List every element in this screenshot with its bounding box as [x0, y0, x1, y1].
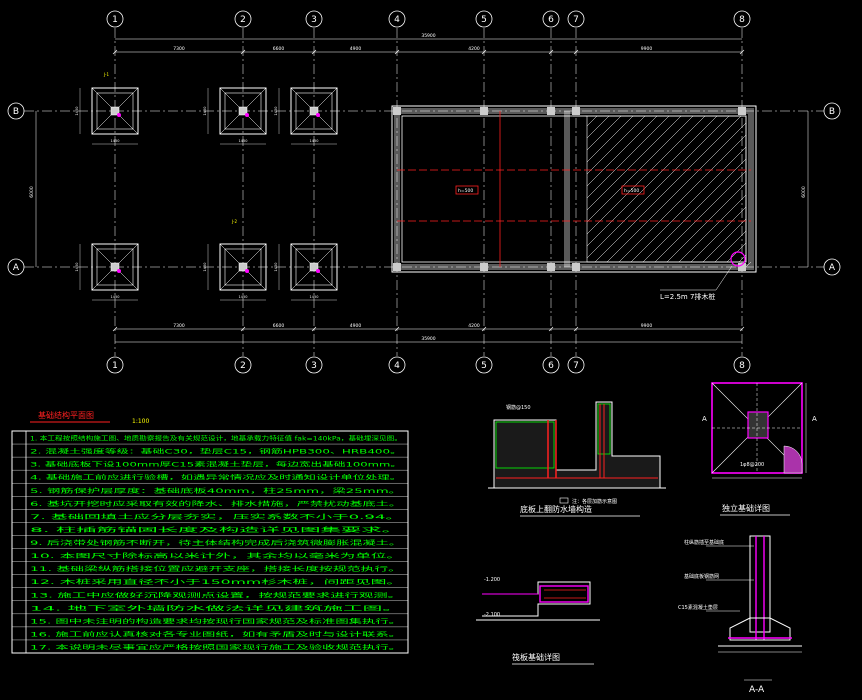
grid-col-label-bottom: 3	[311, 361, 317, 371]
footing-dimension: 1450	[203, 107, 207, 116]
grid-col-label-bottom: 2	[240, 361, 246, 371]
dimension-total: 35900	[421, 336, 435, 342]
footing-dimension: 1450	[274, 263, 278, 272]
note-line: 11. 基础梁纵筋搭接位置应避开支座，搭接长度按规范执行。	[30, 565, 402, 573]
footing-dimension: 1450	[274, 107, 278, 116]
grid-col-label-top: 4	[394, 15, 400, 25]
footing-dimension: 1450	[111, 139, 120, 143]
detail2-elev2: -2.100	[484, 612, 500, 618]
dimension-text: 4200	[468, 46, 480, 52]
grid-col-label-top: 8	[739, 15, 745, 25]
note-line: 9. 后浇带处钢筋不断开，待主体结构完成后浇筑微膨胀混凝土。	[30, 539, 402, 547]
detail4-title: A-A	[749, 685, 765, 695]
dimension-text: 7300	[173, 46, 185, 52]
note-line: 14. 地下室外墙防水做法详见建筑施工图。	[30, 604, 402, 612]
slab-tag-left: h=500	[458, 188, 473, 194]
grid-col-label-bottom: 4	[394, 361, 400, 371]
detail-isolated-footing: A A 1φ8@200 独立基础详图	[702, 382, 817, 516]
slab-layer: raft-slab-outerraft-slab-wallhatched-zon…	[391, 105, 757, 301]
pile-note: L=2.5m 7排木桩	[660, 292, 715, 301]
grid-row-label-right: A	[829, 263, 836, 273]
plan-title: 基础结构平面图	[38, 410, 94, 420]
detail3-note: 1φ8@200	[740, 462, 764, 468]
footing-dimension: 1450	[239, 139, 248, 143]
grid-col-label-top: 5	[481, 15, 487, 25]
dimension-total: 35900	[421, 33, 435, 39]
footing-note: J-2	[231, 219, 237, 224]
grid-col-label-top: 7	[573, 15, 579, 25]
footing-dimension: 1450	[310, 295, 319, 299]
note-line: 17. 本说明未尽事宜应严格按照国家现行施工及验收规范执行。	[30, 644, 402, 652]
grid-col-label-top: 6	[548, 15, 554, 25]
notes-block: 基础结构平面图 1:100 1. 本工程按照结构施工图、地质勘察报告及有关规范设…	[11, 410, 409, 654]
note-line: 5. 钢筋保护层厚度：基础底板40mm，柱25mm，梁25mm。	[30, 487, 402, 495]
footing-dimension: 1450	[111, 295, 120, 299]
detail1-tag: 钢筋@150	[506, 404, 531, 411]
dimension-text: 9900	[641, 323, 653, 329]
note-line: 15. 图中未注明的构造要求均按现行国家规范及标准图集执行。	[30, 617, 402, 625]
dimension-text: 4900	[350, 323, 362, 329]
slab-tag-right: h=500	[624, 188, 639, 194]
grid-col-label-bottom: 6	[548, 361, 554, 371]
grid-col-label-top: 1	[112, 15, 118, 25]
footing-dimension: 1450	[239, 295, 248, 299]
dimension-text: 4200	[468, 323, 480, 329]
dimension-text: 9900	[641, 46, 653, 52]
detail2-elev1: -1.200	[484, 577, 500, 583]
footings-layer: isolated-footingcolumn-stubcolumn-marker…	[75, 72, 338, 301]
grid-col-label-bottom: 1	[112, 361, 118, 371]
detail4-label-2: C15素混凝土垫层	[678, 604, 718, 611]
plan-scale: 1:100	[132, 418, 149, 425]
grid-col-label-top: 3	[311, 15, 317, 25]
footing-note: J-1	[103, 72, 109, 77]
grid-row-label-left: B	[13, 107, 19, 117]
dimension-text: 4900	[350, 46, 362, 52]
grid-row-label-right: B	[829, 107, 835, 117]
dimension-text: 7300	[173, 323, 185, 329]
grid-col-label-top: 2	[240, 15, 246, 25]
detail-waterproof-wall: 钢筋@150 底板上翻防水墙构造 注：各层加筋示意图	[488, 401, 666, 517]
note-line: 3. 基础底板下设100mm厚C15素混凝土垫层，每边宽出基础100mm。	[30, 461, 402, 469]
dimension-side-left: 6000	[29, 186, 35, 198]
detail4-label-1: 基础底板钢筋网	[684, 573, 719, 580]
grid-row-label-left: A	[13, 263, 20, 273]
grid-col-label-bottom: 5	[481, 361, 487, 371]
detail3-title: 独立基础详图	[722, 503, 770, 513]
footing-dimension: 1450	[75, 107, 79, 116]
grid-col-label-bottom: 7	[573, 361, 579, 371]
detail2-title: 筏板基础详图	[512, 652, 560, 662]
note-line: 2. 混凝土强度等级：基础C30，垫层C15，钢筋HPB300、HRB400。	[30, 448, 402, 456]
svg-text:A: A	[702, 415, 707, 423]
note-line: 16. 施工前应认真核对各专业图纸，如有矛盾及时与设计联系。	[30, 630, 402, 638]
svg-text:A: A	[812, 415, 817, 423]
note-line: 6. 基坑开挖时应采取有效的降水、排水措施，严禁扰动基底土。	[30, 500, 402, 508]
note-line: 10. 本图尺寸除标高以米计外，其余均以毫米为单位。	[30, 552, 402, 560]
footing-dimension: 1450	[75, 263, 79, 272]
note-line: 12. 木桩采用直径不小于150mm杉木桩，间距见图。	[30, 578, 402, 586]
note-line: 4. 基础施工前应进行验槽，如遇异常情况应及时通知设计单位处理。	[30, 474, 402, 482]
grid-col-label-bottom: 8	[739, 361, 745, 371]
footing-dimension: 1450	[310, 139, 319, 143]
detail1-legend: 注：各层加筋示意图	[572, 498, 617, 505]
detail-section-aa: 柱纵筋插至基础底 基础底板钢筋网 C15素混凝土垫层 A-A	[678, 535, 802, 695]
dimension-side-right: 6000	[801, 186, 807, 198]
dimension-text: 6600	[273, 323, 285, 329]
note-line: 8. 柱插筋锚固长度及构造详见图集要求。	[30, 526, 402, 534]
detail1-title: 底板上翻防水墙构造	[520, 504, 592, 514]
note-line: 1. 本工程按照结构施工图、地质勘察报告及有关规范设计，地基承载力特征值 fak…	[30, 435, 402, 443]
dimension-text: 6600	[273, 46, 285, 52]
notes-table	[11, 430, 409, 654]
detail-raft-edge: -1.200 -2.100 筏板基础详图	[476, 577, 600, 665]
detail4-label-0: 柱纵筋插至基础底	[684, 539, 724, 546]
footing-dimension: 1450	[203, 263, 207, 272]
note-line: 7. 基础回填土应分层夯实，压实系数不小于0.94。	[30, 513, 402, 521]
note-line: 13. 施工中应做好沉降观测点设置，按规范要求进行观测。	[30, 591, 402, 599]
